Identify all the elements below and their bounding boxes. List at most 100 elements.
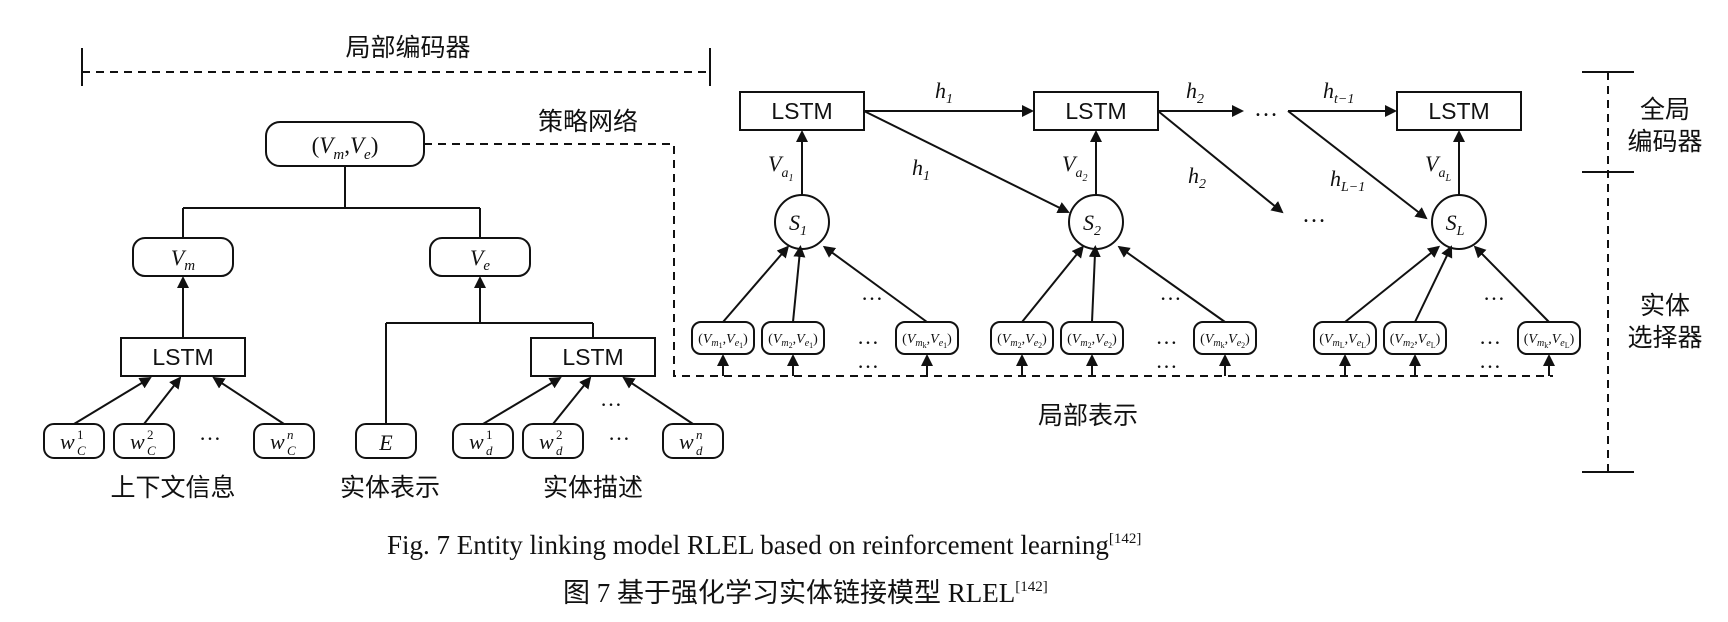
desc-word-1: w 1 d — [452, 423, 514, 459]
h1-top: h1 — [935, 78, 953, 107]
top-ellipsis: … — [1254, 96, 1278, 122]
arrows-ellipsis: … — [1160, 280, 1182, 305]
pair-to-s-arrow — [792, 245, 806, 323]
pair-to-s-arrow — [1344, 245, 1441, 323]
svg-text:1: 1 — [486, 427, 493, 442]
pairs-ellipsis: … — [1479, 324, 1501, 349]
context-info-label: 上下文信息 — [110, 474, 235, 502]
caption-zh: 图 7 基于强化学习实体链接模型 RLEL[142] — [563, 578, 1048, 608]
pairs-ellipsis: … — [1156, 324, 1178, 349]
svg-text:(Vm1,Ve1): (Vm1,Ve1) — [698, 332, 748, 350]
desc-ellipsis-upper: … — [600, 386, 622, 411]
vm-node-label: Vm — [171, 245, 195, 274]
global-encoder-label-1: 全局 — [1640, 96, 1690, 124]
pair-node-2-1: (Vm2,Ve2) — [990, 321, 1054, 355]
sl-node — [1431, 194, 1487, 250]
pair-to-s-arrow — [722, 245, 790, 323]
pair-node-1-2: (Vm2,Ve1) — [761, 321, 825, 355]
svg-text:C: C — [287, 443, 296, 458]
pair-to-s-arrow — [1414, 245, 1453, 323]
svg-text:(Vmk,Ve1): (Vmk,Ve1) — [902, 332, 952, 350]
arrows-ellipsis: … — [1483, 280, 1505, 305]
pairs-ellipsis-lower: … — [1479, 348, 1501, 373]
right-bracket — [1582, 71, 1634, 473]
caption-en: Fig. 7 Entity linking model RLEL based o… — [387, 530, 1141, 560]
context-ellipsis: … — [199, 420, 221, 445]
global-lstm-2-label: LSTM — [1065, 98, 1126, 124]
svg-text:d: d — [696, 443, 703, 458]
ht1-top: ht−1 — [1323, 78, 1354, 107]
svg-text:(Vm2,Ve1): (Vm2,Ve1) — [768, 332, 818, 350]
policy-network-label: 策略网络 — [538, 108, 638, 136]
local-encoder-label: 局部编码器 — [345, 34, 470, 62]
entity-repr-label: 实体表示 — [340, 474, 440, 502]
s2-node — [1068, 194, 1124, 250]
pair-node-2-2: (Vm2,Ve2) — [1060, 321, 1124, 355]
entity-node-label: E — [378, 430, 393, 455]
pair-to-s-arrow — [1117, 245, 1226, 323]
pair-node-1-3: (Vmk,Ve1) — [895, 321, 959, 355]
svg-text:w: w — [539, 429, 554, 454]
pair-node-2-3: (Vmk,Ve2) — [1193, 321, 1257, 355]
ve-node-label: Ve — [470, 245, 490, 274]
pair-node-3-1: (VmL,VeL) — [1313, 321, 1377, 355]
svg-text:(VmL,VeL): (VmL,VeL) — [1319, 332, 1371, 350]
h1-diag: h1 — [912, 155, 930, 184]
desc-word-n: w n d — [662, 423, 724, 459]
pair-to-s-arrow — [1473, 245, 1550, 323]
entity-selector-label-2: 选择器 — [1627, 324, 1702, 352]
pair-node-3-3: (Vmk,VeL) — [1517, 321, 1581, 355]
h2-top: h2 — [1186, 78, 1204, 107]
va2-label: Va2 — [1062, 151, 1087, 184]
entity-desc-label: 实体描述 — [543, 474, 643, 502]
svg-text:d: d — [486, 443, 493, 458]
h2-diag: h2 — [1188, 163, 1206, 192]
pairs-ellipsis-lower: … — [1156, 348, 1178, 373]
desc-ellipsis: … — [608, 420, 630, 445]
svg-text:(Vm2,Ve2): (Vm2,Ve2) — [997, 332, 1047, 350]
svg-text:2: 2 — [556, 427, 563, 442]
svg-text:1: 1 — [77, 427, 84, 442]
pair-to-s-arrow — [822, 245, 928, 323]
svg-text:2: 2 — [147, 427, 154, 442]
hl1-diag: hL−1 — [1330, 166, 1365, 195]
context-word-2: w 2 C — [113, 423, 175, 459]
mid-ellipsis: … — [1302, 202, 1326, 228]
entity-selector-label-1: 实体 — [1640, 292, 1690, 320]
desc-lstm-box — [530, 337, 656, 377]
sl-label: SL — [1446, 210, 1465, 239]
svg-text:C: C — [77, 443, 86, 458]
context-lstm-label: LSTM — [152, 344, 213, 370]
local-encoder-bracket — [81, 48, 711, 86]
s2-label: S2 — [1083, 210, 1101, 239]
svg-text:(Vmk,VeL): (Vmk,VeL) — [1524, 332, 1575, 350]
global-encoder-label-2: 编码器 — [1627, 128, 1702, 156]
svg-text:d: d — [556, 443, 563, 458]
candidate-pairs: (Vm1,Ve1)(Vm2,Ve1)(Vmk,Ve1)………(Vm2,Ve2)(… — [691, 245, 1581, 376]
pairs-ellipsis-lower: … — [857, 348, 879, 373]
pair-node-1-1: (Vm1,Ve1) — [691, 321, 755, 355]
s1-node — [774, 194, 830, 250]
context-lstm-box — [120, 337, 246, 377]
svg-text:C: C — [147, 443, 156, 458]
combo-node-label: (Vm,Ve) — [312, 133, 379, 163]
global-lstm-1-label: LSTM — [771, 98, 832, 124]
svg-text:w: w — [469, 429, 484, 454]
svg-text:w: w — [270, 429, 285, 454]
va1-label: Va1 — [768, 151, 793, 184]
svg-text:n: n — [696, 427, 703, 442]
pairs-ellipsis: … — [857, 324, 879, 349]
svg-text:(Vm2,Ve2): (Vm2,Ve2) — [1067, 332, 1117, 350]
arrows-ellipsis: … — [861, 280, 883, 305]
pair-node-3-2: (Vm2,VeL) — [1383, 321, 1447, 355]
global-lstm-l-label: LSTM — [1428, 98, 1489, 124]
pair-to-s-arrow — [1021, 245, 1084, 323]
global-lstm-l — [1396, 91, 1522, 131]
context-word-1: w 1 C — [43, 423, 105, 459]
svg-text:n: n — [287, 427, 294, 442]
svg-text:(Vmk,Ve2): (Vmk,Ve2) — [1200, 332, 1250, 350]
svg-text:(Vm2,VeL): (Vm2,VeL) — [1390, 332, 1441, 350]
entity-node — [355, 423, 417, 459]
s1-label: S1 — [789, 210, 807, 239]
